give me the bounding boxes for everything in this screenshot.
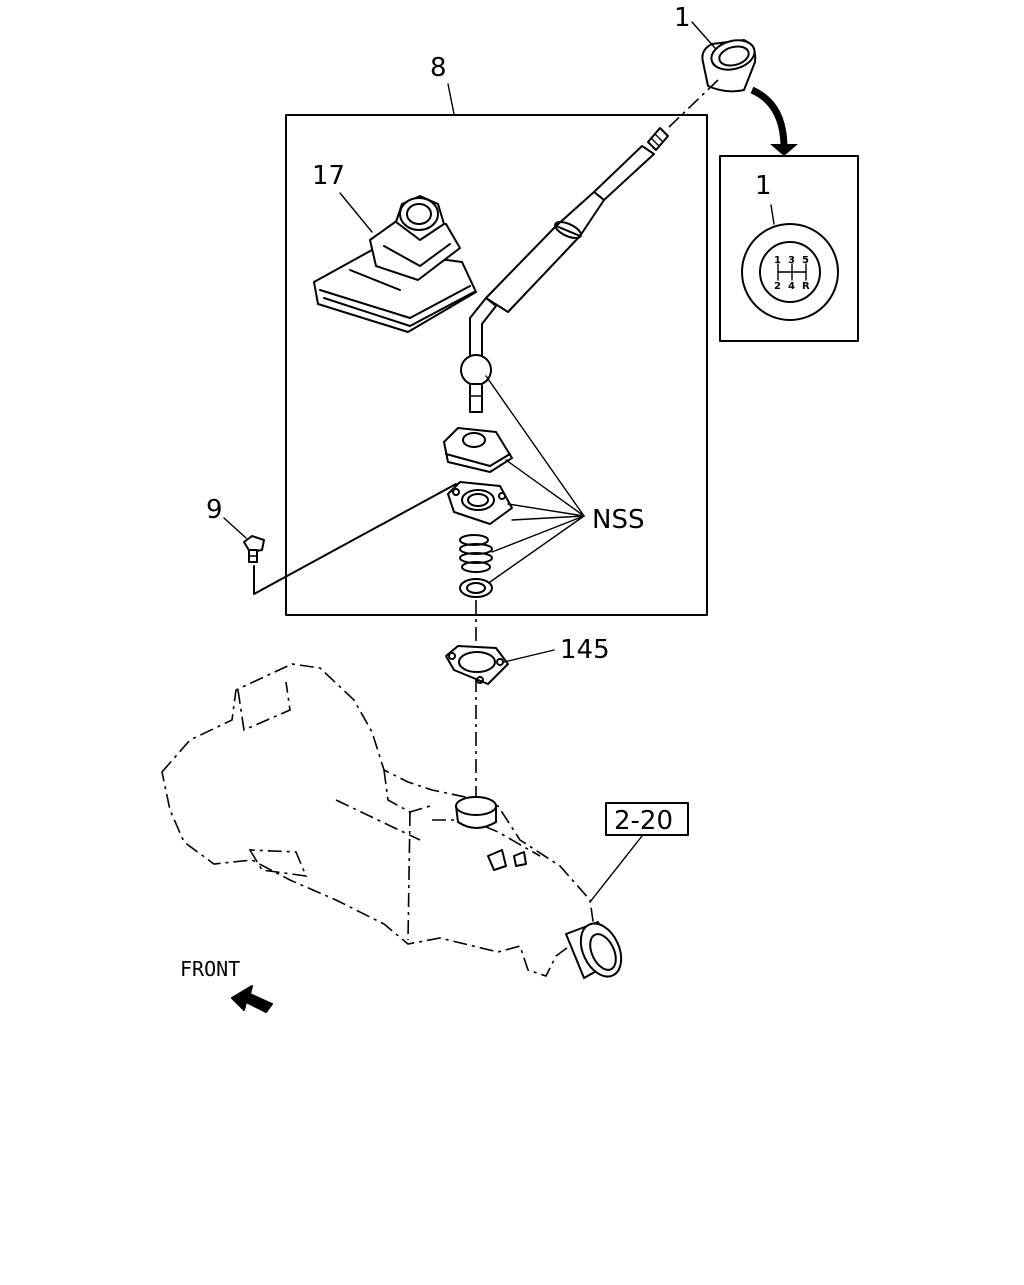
lever-seat[interactable] [443, 427, 513, 473]
assembly-leader [447, 83, 455, 115]
shift-gear-4: 4 [788, 281, 795, 292]
callout-boot: 17 [312, 161, 345, 191]
snap-ring[interactable] [459, 578, 493, 598]
front-arrow-icon [231, 985, 273, 1013]
retainer-plate[interactable] [447, 481, 513, 525]
knob-top-view [741, 223, 839, 321]
shift-gear-5: 5 [802, 255, 809, 266]
callout-knob-detail: 1 [755, 171, 772, 201]
shift-gear-3: 3 [788, 255, 795, 266]
knob-detail-frame [719, 155, 859, 342]
callout-gasket: 145 [560, 635, 610, 665]
transmission-ref-box[interactable] [605, 802, 689, 836]
knob-axis-line [667, 79, 719, 129]
shift-gear-1: 1 [774, 255, 781, 266]
output-shaft [565, 921, 623, 979]
front-label: FRONT [180, 957, 240, 981]
shift-gear-2: 2 [774, 281, 781, 292]
spring[interactable] [459, 534, 493, 573]
gasket-leader [503, 649, 555, 663]
lever-assembly-frame [285, 114, 708, 616]
boot-leader [339, 192, 373, 233]
shift-tower [455, 796, 527, 871]
bolt-connection-line [253, 483, 457, 595]
callout-transmission-ref: 2-20 [614, 806, 673, 836]
bolt-leader [223, 517, 247, 539]
bolt[interactable] [243, 535, 265, 563]
shift-knob[interactable] [701, 36, 757, 93]
knob-leader [691, 21, 716, 49]
knob-detail-leader [770, 204, 775, 225]
nss-leaders [485, 375, 585, 583]
transmission-ref-leader [589, 835, 643, 903]
shift-lever[interactable] [460, 127, 669, 413]
curved-arrow-icon [750, 86, 798, 156]
callout-knob: 1 [674, 3, 691, 33]
callout-nss: NSS [592, 505, 644, 535]
shift-gear-r: R [802, 281, 810, 292]
callout-lever-assembly: 8 [430, 53, 447, 83]
shift-boot[interactable] [313, 195, 477, 333]
transmission-housing [161, 663, 595, 977]
callout-bolt: 9 [206, 495, 223, 525]
gasket[interactable] [445, 645, 509, 685]
